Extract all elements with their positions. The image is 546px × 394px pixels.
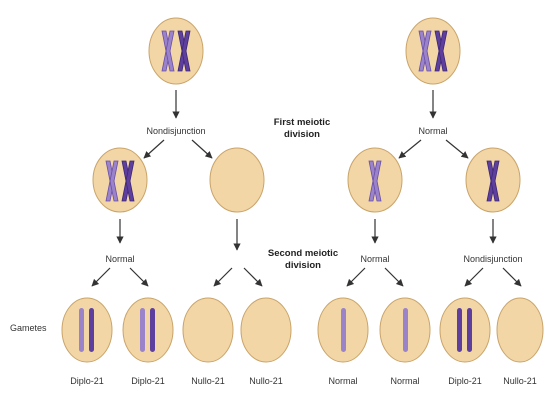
gamete-cell (497, 298, 543, 362)
left-parent-cell (149, 18, 203, 84)
right-second-event-left-label: Normal (360, 254, 389, 264)
gamete-label: Normal (390, 376, 419, 386)
right-secondary-cell-light (348, 148, 402, 212)
second-division-label: division (285, 260, 321, 271)
left-first-event-label: Nondisjunction (146, 126, 205, 136)
gamete-cell (380, 298, 430, 362)
arrow (192, 140, 212, 158)
gamete-cell (440, 298, 490, 362)
arrow (465, 268, 483, 286)
gamete-cell (123, 298, 173, 362)
arrow (503, 268, 521, 286)
arrow (144, 140, 164, 158)
gamete-label: Nullo-21 (249, 376, 283, 386)
arrow (244, 268, 262, 286)
arrow (130, 268, 148, 286)
arrow (214, 268, 232, 286)
first-division-label: division (284, 129, 320, 140)
right-second-event-right-label: Nondisjunction (463, 254, 522, 264)
gametes-row-label: Gametes (10, 323, 47, 333)
right-parent-cell (406, 18, 460, 84)
gamete-cell (241, 298, 291, 362)
gamete-cell (62, 298, 112, 362)
gamete-label: Diplo-21 (131, 376, 165, 386)
gamete-label: Nullo-21 (191, 376, 225, 386)
right-first-event-label: Normal (418, 126, 447, 136)
arrow (399, 140, 421, 158)
second-division-label: Second meiotic (268, 248, 338, 259)
gamete-cell (318, 298, 368, 362)
left-secondary-cell-with-chromosomes (93, 148, 147, 212)
left-second-event-label: Normal (105, 254, 134, 264)
right-secondary-cell-dark (466, 148, 520, 212)
arrow (446, 140, 468, 158)
left-secondary-cell-empty (210, 148, 264, 212)
arrow (385, 268, 403, 286)
gamete-cell (183, 298, 233, 362)
arrow (92, 268, 110, 286)
gamete-label: Nullo-21 (503, 376, 537, 386)
gamete-label: Normal (328, 376, 357, 386)
gamete-label: Diplo-21 (70, 376, 104, 386)
arrow (347, 268, 365, 286)
first-division-label: First meiotic (274, 117, 331, 128)
gamete-label: Diplo-21 (448, 376, 482, 386)
